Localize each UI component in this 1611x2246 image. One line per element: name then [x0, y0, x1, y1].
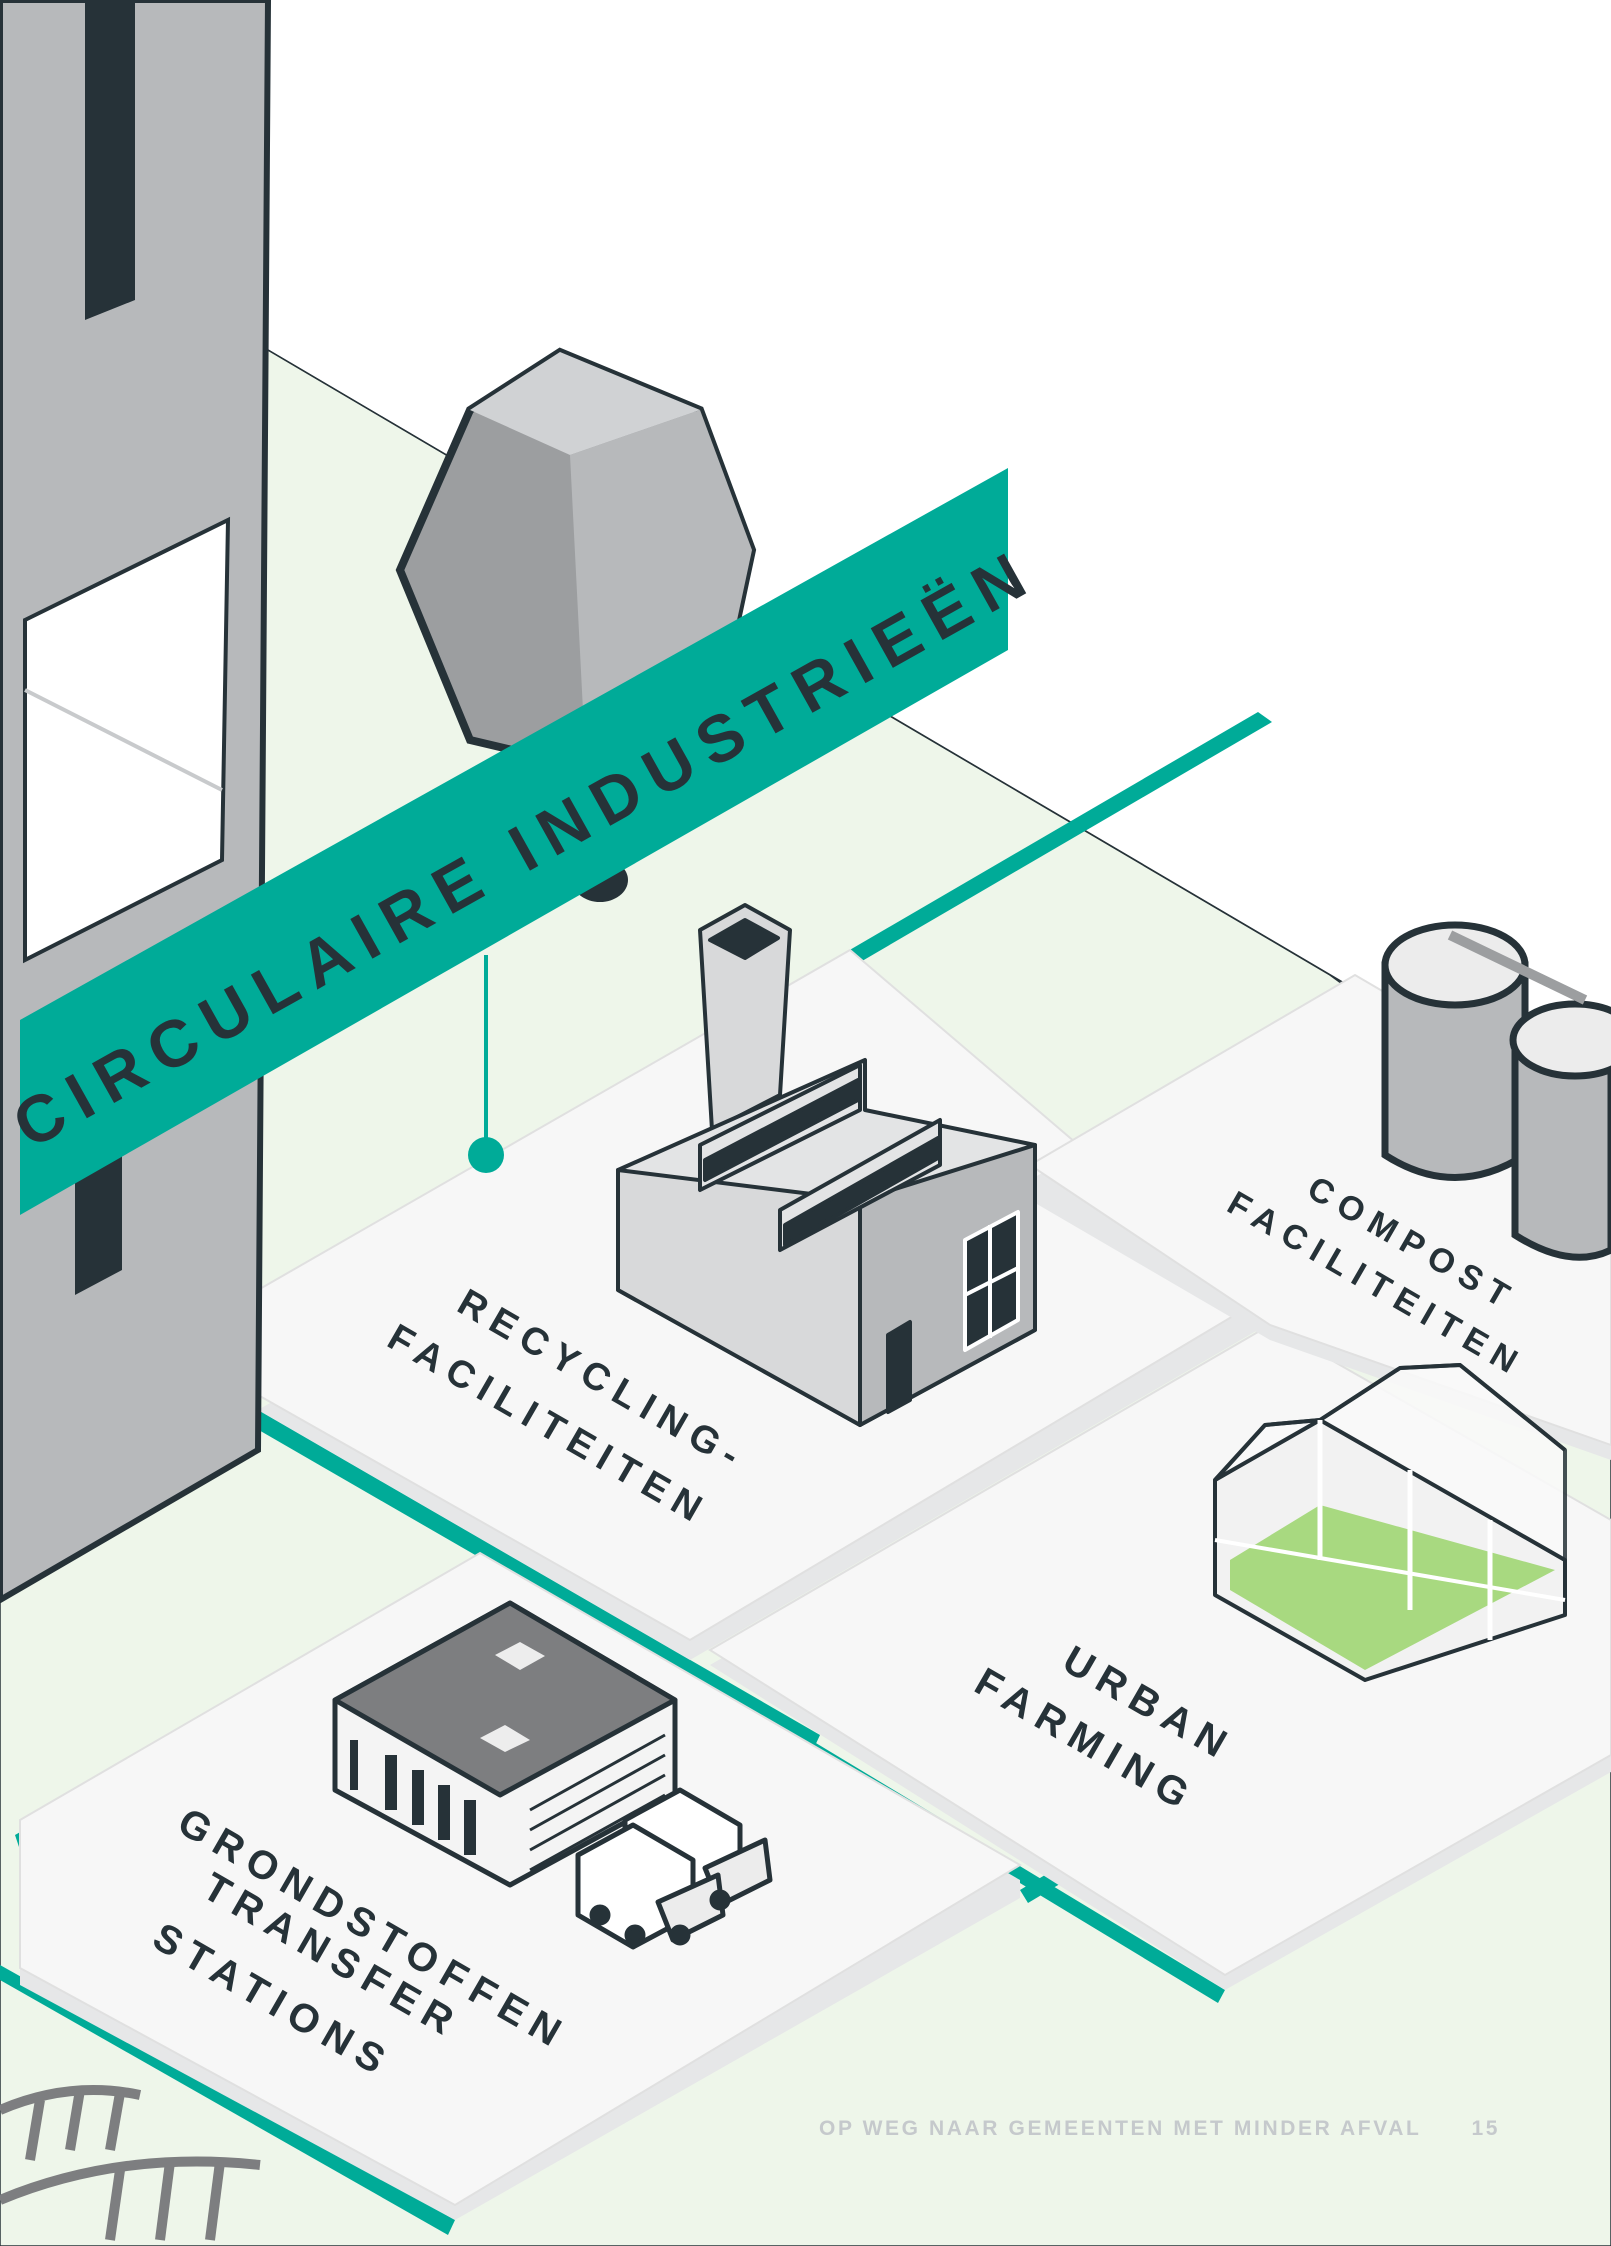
arch-structure-icon	[0, 2085, 261, 2241]
tree-icon	[395, 347, 757, 902]
page-footer: OP WEG NAAR GEMEENTEN MET MINDER AFVAL 1…	[700, 2114, 1500, 2144]
tall-building	[0, 0, 272, 1604]
page-number: 15	[1471, 2117, 1500, 2140]
connector-pin	[468, 955, 504, 1173]
greenhouse-icon	[1213, 1363, 1567, 1682]
footer-title: OP WEG NAAR GEMEENTEN MET MINDER AFVAL	[819, 2117, 1422, 2140]
silo-icon	[1381, 921, 1611, 1261]
factory-icon	[616, 903, 1037, 1427]
warehouse-trucks-icon	[332, 1600, 773, 1950]
